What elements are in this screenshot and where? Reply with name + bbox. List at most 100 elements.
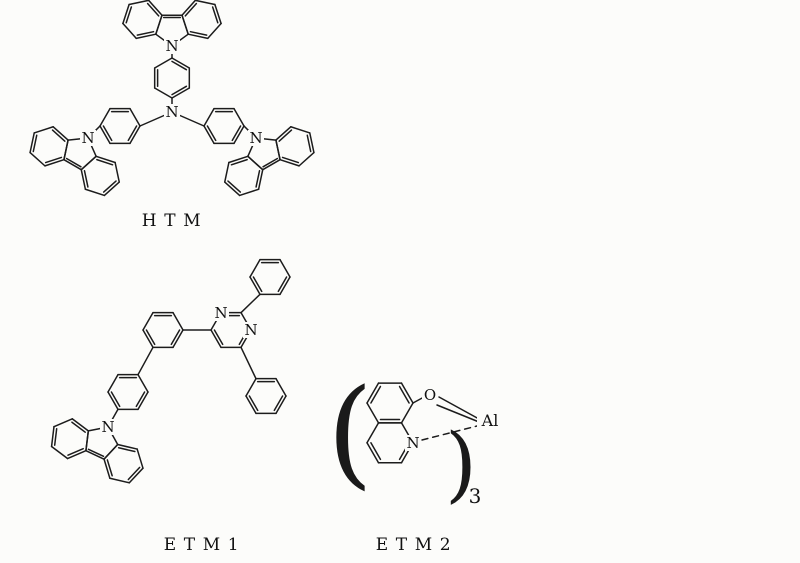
bond xyxy=(44,156,63,164)
bond xyxy=(80,155,97,171)
bond xyxy=(436,404,480,423)
etm2-structure xyxy=(366,382,480,464)
bond xyxy=(233,107,245,127)
bond xyxy=(142,329,154,349)
bond xyxy=(107,391,119,411)
bond xyxy=(136,448,144,469)
bond xyxy=(249,258,261,278)
bond xyxy=(184,2,198,17)
bond xyxy=(366,422,380,444)
bond xyxy=(71,421,86,433)
bond xyxy=(135,33,157,40)
bond xyxy=(228,155,249,164)
bond xyxy=(67,447,84,456)
bond xyxy=(137,373,149,393)
bond xyxy=(63,158,83,171)
bond xyxy=(238,188,260,197)
etm2-name-label: ETM2 xyxy=(375,535,459,555)
bond xyxy=(223,161,230,183)
bond xyxy=(103,181,121,197)
bond xyxy=(281,156,300,164)
carbazole-group xyxy=(29,126,121,197)
bond xyxy=(142,311,154,331)
label-mask xyxy=(213,305,229,321)
bond xyxy=(249,276,261,296)
bond xyxy=(366,442,380,464)
bond xyxy=(214,3,222,25)
bond xyxy=(233,125,245,145)
bond xyxy=(135,391,146,408)
bond xyxy=(210,329,222,349)
bond xyxy=(245,377,257,397)
bond xyxy=(230,158,248,166)
label-mask xyxy=(422,387,438,403)
bond xyxy=(63,139,69,161)
bond xyxy=(213,329,224,346)
bond xyxy=(44,158,65,167)
bond xyxy=(83,169,89,188)
bond xyxy=(211,6,219,24)
bond xyxy=(400,402,414,424)
bond xyxy=(275,377,287,397)
bond xyxy=(155,14,163,35)
bond xyxy=(278,129,293,142)
bond xyxy=(137,346,154,376)
etm2-open-paren: ( xyxy=(327,363,373,501)
label-mask xyxy=(100,419,116,435)
bond xyxy=(309,132,315,154)
bond xyxy=(65,157,82,168)
etm2-aluminum-label: Al xyxy=(477,411,503,430)
bond xyxy=(129,107,141,127)
bond xyxy=(109,477,131,484)
etm1-name-label: ETM1 xyxy=(163,535,247,555)
bond xyxy=(146,2,160,17)
bond xyxy=(127,466,141,481)
bond xyxy=(29,151,46,167)
bond xyxy=(194,0,216,6)
bond xyxy=(103,458,111,480)
oxygen-label: O xyxy=(424,386,436,404)
carbazole-group xyxy=(50,418,144,484)
bond xyxy=(85,430,90,452)
htm-structure xyxy=(29,0,315,197)
bond xyxy=(275,126,292,141)
etm1-pyrimidine-nitrogen-left-label: N xyxy=(213,304,229,322)
bond xyxy=(171,87,191,99)
bond xyxy=(400,382,414,404)
bond xyxy=(275,139,281,161)
bond xyxy=(99,125,111,145)
nitrogen-label: N xyxy=(249,129,262,147)
bond xyxy=(240,346,257,380)
bond xyxy=(273,395,284,412)
aluminum-label: Al xyxy=(481,411,499,430)
htm-name-label: HTM xyxy=(141,211,209,231)
bond xyxy=(80,168,87,190)
bond xyxy=(398,385,410,404)
label-mask xyxy=(248,130,264,146)
bond xyxy=(33,126,54,134)
bond xyxy=(110,391,121,408)
nitrogen-label: N xyxy=(165,103,178,121)
bond xyxy=(153,57,173,69)
bond xyxy=(171,57,191,69)
nitrogen-label: N xyxy=(81,129,94,147)
bond xyxy=(147,0,163,16)
bond xyxy=(170,329,181,346)
bond xyxy=(128,0,150,6)
bond xyxy=(116,443,138,450)
bond xyxy=(117,447,136,453)
bond xyxy=(32,134,38,153)
bond xyxy=(366,402,380,424)
bond xyxy=(247,155,264,171)
label-mask xyxy=(477,413,503,430)
label-mask xyxy=(164,38,180,54)
bond xyxy=(122,22,137,40)
bond xyxy=(290,126,311,134)
bond xyxy=(102,180,117,193)
htm-central-nitrogen-label: N xyxy=(164,103,180,121)
bond xyxy=(71,418,90,432)
etm1-structure xyxy=(50,258,291,484)
etm2-multiplier-subscript: 3 xyxy=(469,484,482,508)
bond xyxy=(181,14,189,35)
